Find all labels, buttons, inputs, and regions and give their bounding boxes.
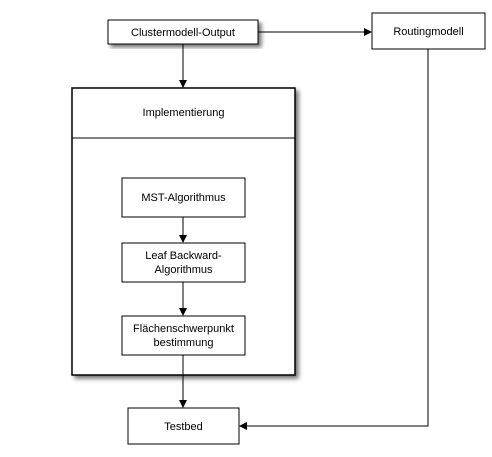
flaechenschwerpunkt-label-line1: Flächenschwerpunkt (133, 323, 234, 335)
testbed-node: Testbed (127, 407, 240, 445)
mst-algorithmus-node: MST-Algorithmus (121, 177, 246, 218)
routingmodell-label: Routingmodell (393, 26, 463, 38)
testbed-label: Testbed (164, 421, 203, 433)
routingmodell-node: Routingmodell (371, 12, 486, 50)
flaechenschwerpunkt-label-line2: bestimmung (154, 337, 214, 349)
leaf-backward-label-line2: Algorithmus (154, 264, 213, 276)
edge-routingmodell-to-testbed (239, 49, 429, 430)
mst-algorithmus-label: MST-Algorithmus (141, 192, 226, 204)
clustermodell-output-label: Clustermodell-Output (131, 27, 235, 39)
clustermodell-output-node: Clustermodell-Output (107, 19, 259, 45)
leaf-backward-node: Leaf Backward- Algorithmus (121, 242, 246, 283)
flaechenschwerpunkt-node: Flächenschwerpunkt bestimmung (121, 315, 246, 356)
implementierung-label: Implementierung (143, 107, 225, 119)
leaf-backward-label-line1: Leaf Backward- (145, 250, 222, 262)
